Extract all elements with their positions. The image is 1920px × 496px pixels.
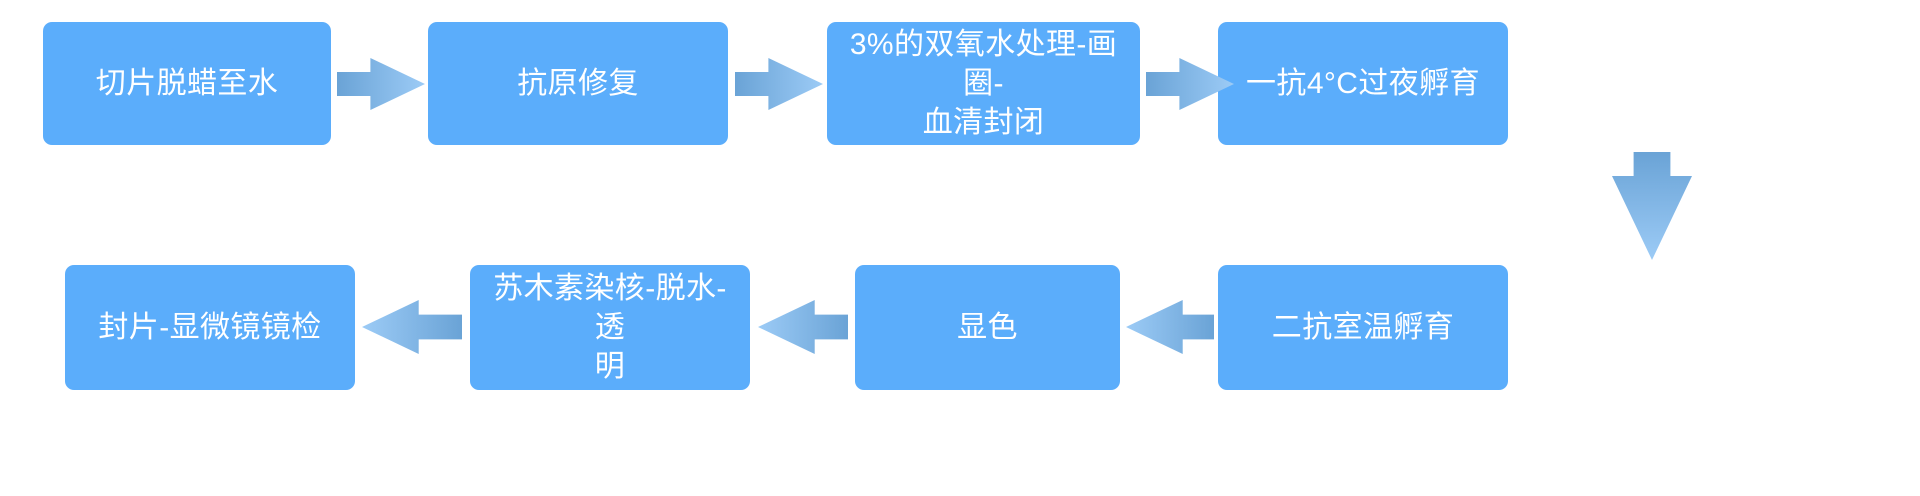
- arrow-node5-to-node6-icon: [1126, 300, 1214, 354]
- arrow-node7-to-node8-icon: [362, 300, 462, 354]
- flow-node-label: 封片-显微镜镜检: [98, 311, 322, 344]
- flow-node-chromogenic-development[interactable]: 显色: [855, 265, 1120, 390]
- flow-node-antigen-retrieval[interactable]: 抗原修复: [428, 22, 728, 145]
- flow-node-label: 一抗4°C过夜孵育: [1246, 67, 1480, 100]
- flow-node-label: 显色: [957, 311, 1018, 344]
- arrow-node4-to-node5-icon: [1612, 152, 1692, 260]
- flow-node-label: 切片脱蜡至水: [95, 67, 279, 100]
- flow-node-label: 二抗室温孵育: [1271, 311, 1455, 344]
- arrow-node2-to-node3-icon: [735, 58, 823, 110]
- arrow-node6-to-node7-icon: [758, 300, 848, 354]
- arrow-node3-to-node4-icon: [1146, 58, 1234, 110]
- flow-node-label: 3%的双氧水处理-画圈- 血清封闭: [849, 28, 1118, 139]
- flow-node-peroxide-circle-serum-block[interactable]: 3%的双氧水处理-画圈- 血清封闭: [827, 22, 1140, 145]
- arrow-node1-to-node2-icon: [337, 58, 425, 110]
- flow-node-mount-microscope-exam[interactable]: 封片-显微镜镜检: [65, 265, 355, 390]
- flow-node-hematoxylin-dehydrate-clear[interactable]: 苏木素染核-脱水-透 明: [470, 265, 750, 390]
- flow-node-label: 苏木素染核-脱水-透 明: [493, 272, 727, 383]
- flow-node-primary-antibody-overnight[interactable]: 一抗4°C过夜孵育: [1218, 22, 1508, 145]
- flow-node-label: 抗原修复: [517, 67, 639, 100]
- flow-node-slice-dewax-to-water[interactable]: 切片脱蜡至水: [43, 22, 331, 145]
- flow-node-secondary-antibody-rt[interactable]: 二抗室温孵育: [1218, 265, 1508, 390]
